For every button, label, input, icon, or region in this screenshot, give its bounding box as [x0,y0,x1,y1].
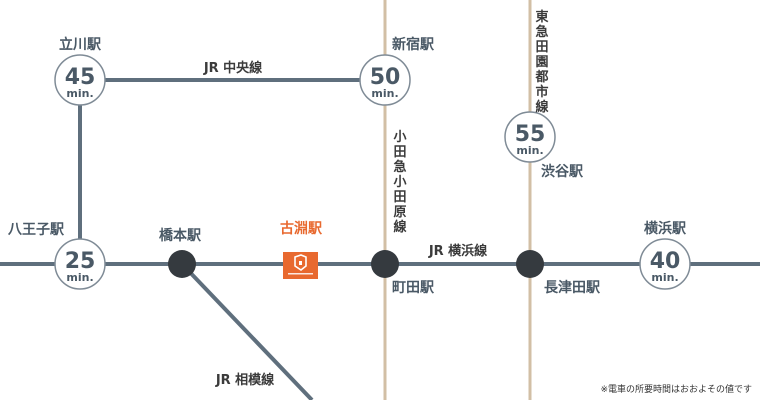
hachioji-minutes: 25 [65,249,96,274]
shinjuku-minutes-circle: 50 min. [359,54,411,106]
hashimoto-station-label: 橋本駅 [159,227,202,244]
yokohama-minutes: 40 [650,249,681,274]
tokyu-char: 市 [535,84,548,100]
tokyu-line-label: 東 急 田 園 都 市 線 [534,9,549,115]
odakyu-char: 小 [393,175,406,190]
yokohama-minutes-circle: 40 min. [639,238,691,290]
hachioji-minutes-unit: min. [66,271,93,284]
shinjuku-minutes: 50 [370,65,401,90]
tokyu-char: 田 [535,40,548,55]
yokohama-line-label: JR 横浜線 [428,243,488,259]
machida-station-dot [371,250,399,278]
shibuya-station-label: 渋谷駅 [541,163,584,180]
tokyu-char: 東 [535,9,548,25]
hachioji-minutes-circle: 25 min. [54,238,106,290]
kobuchi-building-logo-icon [283,252,318,279]
shibuya-minutes-circle: 55 min. [504,111,556,163]
tachikawa-minutes-circle: 45 min. [54,54,106,106]
shinjuku-station-label: 新宿駅 [392,36,435,53]
tachikawa-minutes-unit: min. [66,87,93,100]
travel-time-note: ※電車の所要時間はおおよその値です [600,383,752,395]
sagami-line-label: JR 相模線 [215,372,275,388]
odakyu-char: 小 [393,130,406,145]
tokyu-char: 急 [535,24,548,40]
odakyu-char: 線 [393,219,407,235]
kobuchi-station-label: 古淵駅 [280,220,323,237]
yokohama-station-label: 横浜駅 [644,220,687,237]
odakyu-char: 田 [393,190,406,205]
shinjuku-minutes-unit: min. [371,87,398,100]
odakyu-char: 田 [393,145,406,160]
shibuya-minutes: 55 [515,122,546,147]
hashimoto-station-dot [168,250,196,278]
tachikawa-minutes: 45 [65,65,96,90]
odakyu-char: 原 [393,205,406,220]
tokyu-char: 都 [534,69,548,85]
yokohama-minutes-unit: min. [651,271,678,284]
nagatsuta-station-label: 長津田駅 [544,279,601,296]
chuo-line-label: JR 中央線 [203,60,263,76]
tokyu-char: 園 [535,54,548,70]
hachioji-station-label: 八王子駅 [7,222,65,238]
machida-station-label: 町田駅 [392,280,435,296]
odakyu-char: 急 [393,159,406,175]
tokyu-char: 線 [535,99,549,115]
nagatsuta-station-dot [516,250,544,278]
tachikawa-station-label: 立川駅 [59,36,102,53]
odakyu-line-label: 小 田 急 小 田 原 線 [393,130,407,235]
shibuya-minutes-unit: min. [516,144,543,157]
sagami-line [180,262,314,400]
